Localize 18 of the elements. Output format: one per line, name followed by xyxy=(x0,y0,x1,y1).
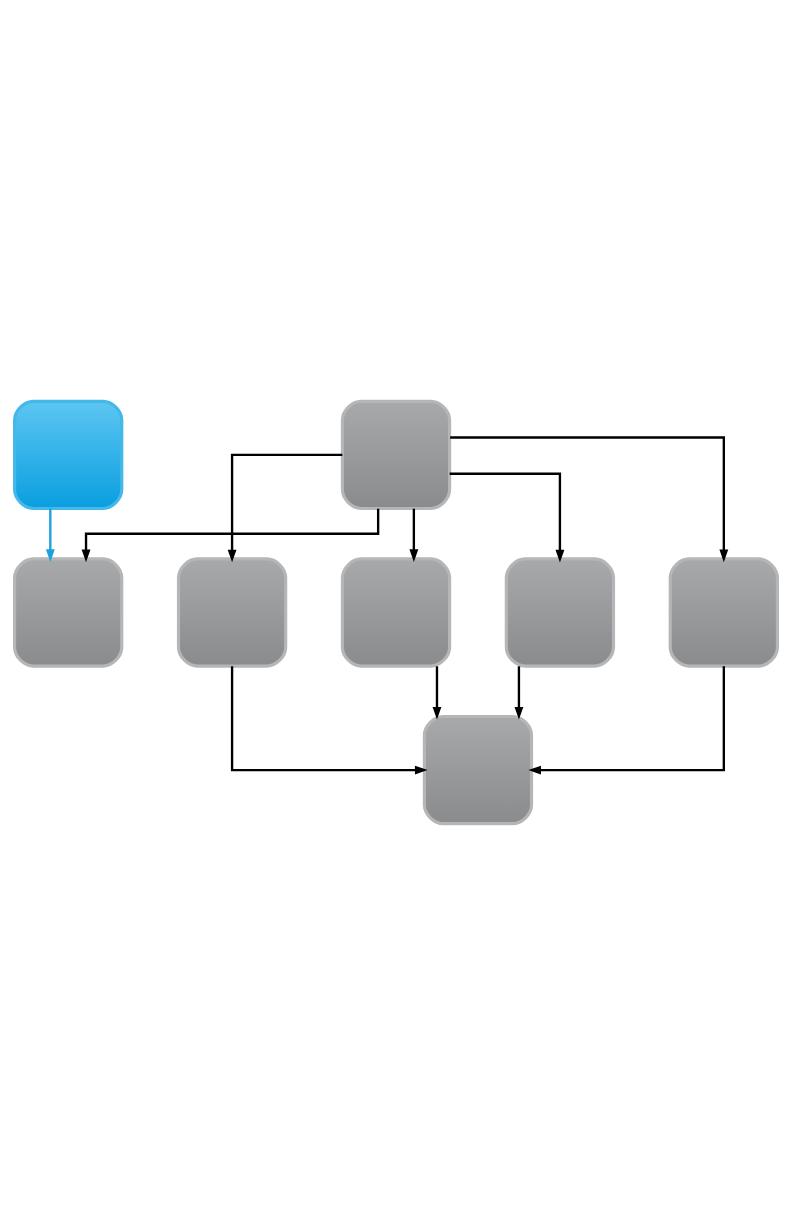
arrow xyxy=(230,665,428,775)
arrow xyxy=(450,435,729,562)
arrow xyxy=(528,665,725,775)
node-box xyxy=(668,556,779,668)
arrow xyxy=(409,508,419,562)
arrow xyxy=(81,508,380,562)
arrow xyxy=(45,508,55,562)
arrow xyxy=(227,453,343,562)
node-box xyxy=(504,556,616,668)
node-box xyxy=(340,556,452,668)
arrow xyxy=(432,665,442,720)
node-box xyxy=(340,399,452,510)
arrow xyxy=(449,472,565,562)
node-box xyxy=(176,556,288,668)
node-box xyxy=(13,556,124,668)
arrow xyxy=(514,665,524,720)
node-box xyxy=(13,399,124,510)
node-box xyxy=(422,714,534,825)
